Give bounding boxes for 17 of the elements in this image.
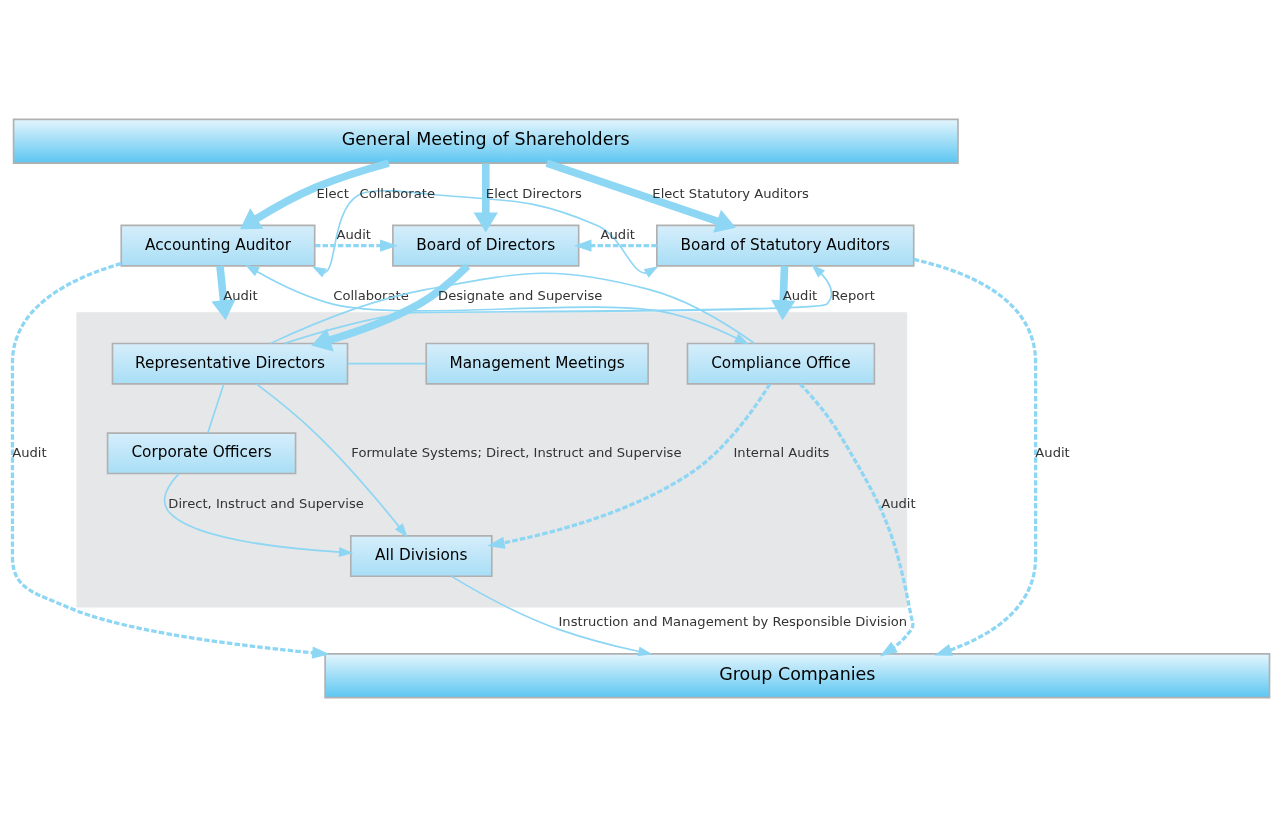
edge-label: Audit [12,444,47,460]
edge-label: Internal Audits [733,444,830,460]
edge-label: Direct, Instruct and Supervise [168,496,364,512]
edge-label: Designate and Supervise [438,288,603,304]
edge-label: Audit [336,226,371,242]
edge-label: Elect Directors [485,185,582,201]
edge-label: Collaborate [333,288,409,304]
edge-label: Collaborate [359,185,435,201]
edge-label: Audit [881,496,916,512]
edge-label: Audit [600,226,635,242]
edge-label: Instruction and Management by Responsible Division [558,614,908,630]
edge-label: Audit [1035,444,1070,460]
edge-label: Elect [316,185,349,201]
edge-label: Formulate Systems; Direct, Instruct and Supervise [351,444,682,460]
edge-label: Audit [782,288,818,304]
edge-label: Elect Statutory Auditors [652,185,809,201]
edge-label: Report [831,288,875,304]
